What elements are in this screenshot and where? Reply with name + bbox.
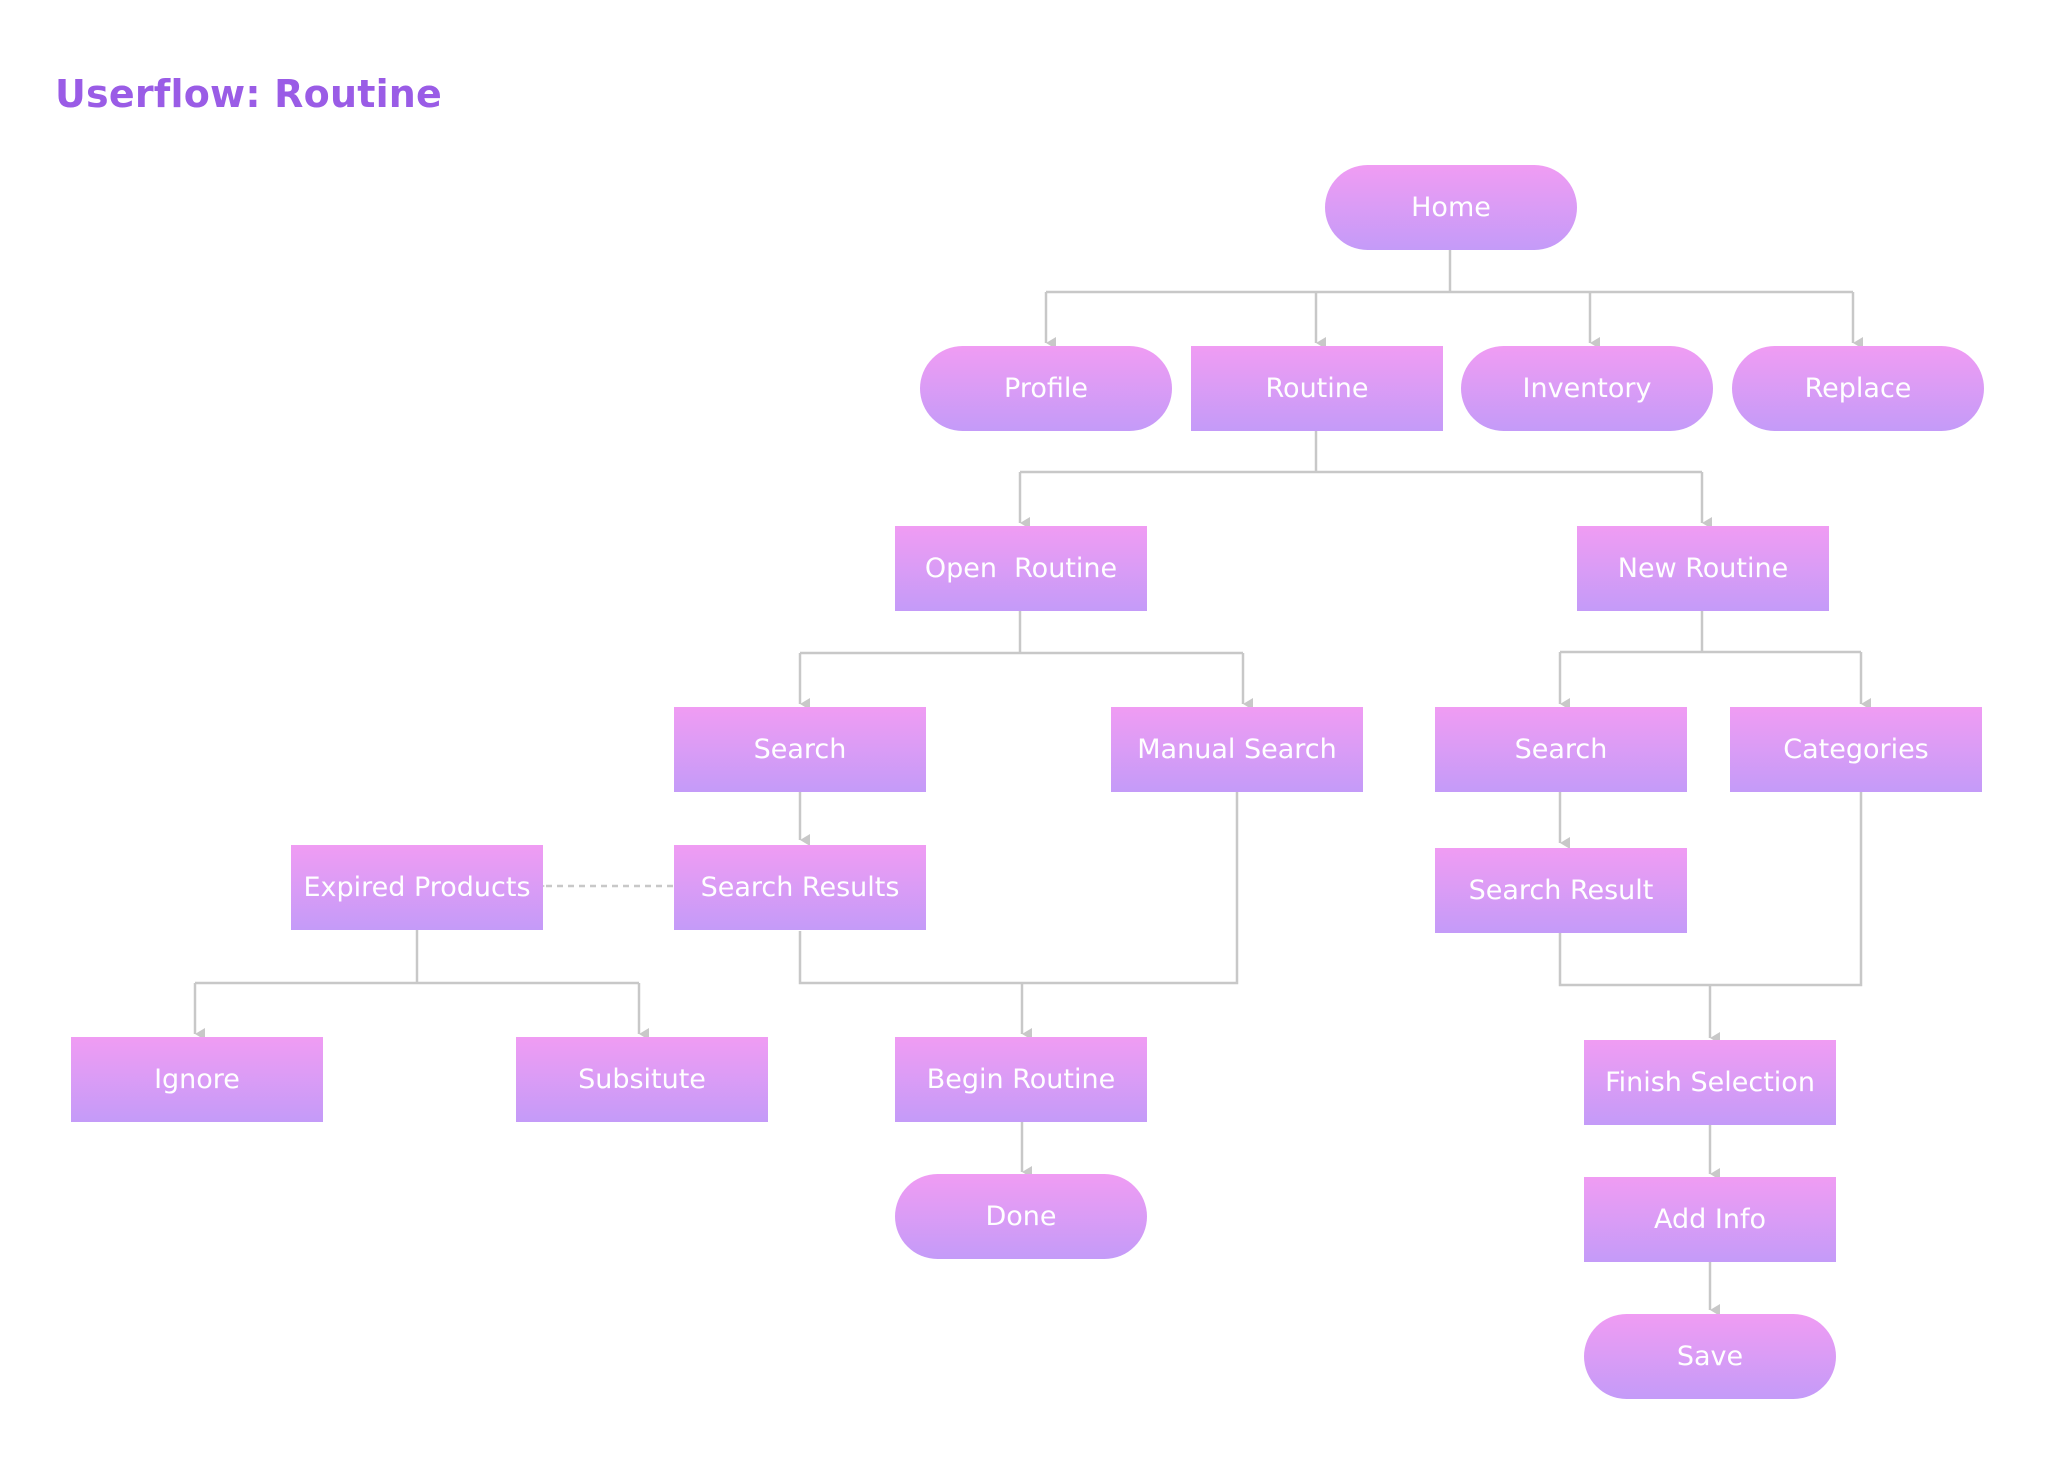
node-search-right[interactable]: Search xyxy=(1435,707,1687,792)
diagram-title: Userflow: Routine xyxy=(55,72,443,116)
node-profile[interactable]: Profile xyxy=(920,346,1172,431)
node-save[interactable]: Save xyxy=(1584,1314,1836,1399)
node-routine[interactable]: Routine xyxy=(1191,346,1443,431)
node-open-routine[interactable]: Open Routine xyxy=(895,526,1147,611)
node-inventory[interactable]: Inventory xyxy=(1461,346,1713,431)
node-finish-selection[interactable]: Finish Selection xyxy=(1584,1040,1836,1125)
node-search-result[interactable]: Search Result xyxy=(1435,848,1687,933)
node-search-left[interactable]: Search xyxy=(674,707,926,792)
node-categories[interactable]: Categories xyxy=(1730,707,1982,792)
node-ignore[interactable]: Ignore xyxy=(71,1037,323,1122)
node-subsitute[interactable]: Subsitute xyxy=(516,1037,768,1122)
node-expired-products[interactable]: Expired Products xyxy=(291,845,543,930)
node-add-info[interactable]: Add Info xyxy=(1584,1177,1836,1262)
node-home[interactable]: Home xyxy=(1325,165,1577,250)
connector-results-merge xyxy=(798,792,1239,985)
node-replace[interactable]: Replace xyxy=(1732,346,1984,431)
node-search-results[interactable]: Search Results xyxy=(674,845,926,930)
node-done[interactable]: Done xyxy=(895,1174,1147,1259)
node-begin-routine[interactable]: Begin Routine xyxy=(895,1037,1147,1122)
node-manual-search[interactable]: Manual Search xyxy=(1111,707,1363,792)
node-new-routine[interactable]: New Routine xyxy=(1577,526,1829,611)
